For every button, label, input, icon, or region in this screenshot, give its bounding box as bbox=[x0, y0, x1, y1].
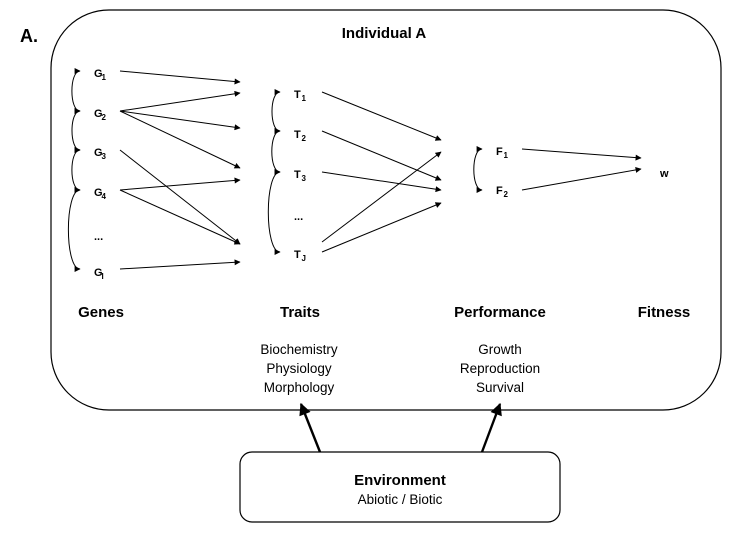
trait-node-1-subscript: 1 bbox=[302, 94, 307, 103]
edge-arrow-9 bbox=[321, 91, 442, 141]
trait-node-4: ... bbox=[294, 211, 303, 223]
correlation-curve-6 bbox=[271, 128, 281, 175]
performance-node-1-label: F bbox=[496, 146, 503, 158]
performance-type-survival: Survival bbox=[476, 380, 524, 395]
trait-node-1-label: T bbox=[294, 89, 301, 101]
edge-arrow-8 bbox=[119, 259, 241, 270]
edges bbox=[119, 70, 642, 270]
correlation-curve-8 bbox=[473, 146, 483, 193]
fitness-heading: Fitness bbox=[638, 304, 691, 321]
correlation-curve-4 bbox=[67, 187, 81, 272]
edge-arrow-12 bbox=[321, 151, 442, 243]
gene-node-6-label: G bbox=[94, 267, 103, 279]
gene-node-2: G2 bbox=[94, 108, 107, 122]
edge-arrow-15 bbox=[521, 166, 642, 191]
performance-type-growth: Growth bbox=[478, 342, 522, 357]
fitness-node-group: w bbox=[659, 168, 669, 180]
edge-arrow-6 bbox=[119, 177, 241, 191]
gene-node-4-label: G bbox=[94, 187, 103, 199]
trait-type-physiology: Physiology bbox=[266, 361, 332, 376]
correlation-curve-5 bbox=[271, 89, 281, 134]
gene-node-1: G1 bbox=[94, 68, 107, 82]
panel-label: A. bbox=[20, 26, 38, 46]
performance-heading: Performance bbox=[454, 304, 546, 321]
environment-title: Environment bbox=[354, 472, 446, 489]
edge-arrow-14 bbox=[521, 148, 642, 161]
gene-node-3-label: G bbox=[94, 147, 103, 159]
environment-box bbox=[239, 451, 561, 523]
correlation-curve-2 bbox=[71, 108, 81, 153]
gene-node-1-subscript: 1 bbox=[102, 73, 107, 82]
trait-node-5-label: T bbox=[294, 249, 301, 261]
correlation-curve-1 bbox=[71, 68, 81, 114]
gene-node-6: GI bbox=[94, 267, 104, 281]
correlation-curve-7 bbox=[267, 169, 281, 255]
correlation-curves bbox=[67, 68, 483, 272]
correlation-curve-3 bbox=[71, 147, 81, 193]
edge-arrow-10 bbox=[321, 130, 442, 181]
individual-title: Individual A bbox=[342, 25, 427, 42]
trait-node-3-label: T bbox=[294, 169, 301, 181]
trait-node-4-label: ... bbox=[294, 211, 303, 223]
gene-node-4-subscript: 4 bbox=[102, 192, 107, 201]
gene-node-2-subscript: 2 bbox=[102, 113, 107, 122]
trait-node-2-subscript: 2 bbox=[302, 134, 307, 143]
environment-subtitle: Abiotic / Biotic bbox=[358, 492, 443, 507]
edge-arrow-11 bbox=[321, 171, 442, 193]
gene-node-3-subscript: 3 bbox=[102, 152, 107, 161]
trait-type-biochemistry: Biochemistry bbox=[260, 342, 338, 357]
edge-arrow-1 bbox=[119, 70, 241, 85]
trait-node-3-subscript: 3 bbox=[302, 174, 307, 183]
trait-node-5-subscript: J bbox=[302, 254, 306, 263]
edge-arrow-7 bbox=[119, 189, 241, 245]
edge-arrow-13 bbox=[321, 202, 442, 253]
trait-node-2-label: T bbox=[294, 129, 301, 141]
performance-node-1-subscript: 1 bbox=[504, 151, 509, 160]
edge-arrow-4 bbox=[119, 110, 241, 169]
gene-node-1-label: G bbox=[94, 68, 103, 80]
edge-arrow-5 bbox=[119, 149, 241, 245]
gene-node-3: G3 bbox=[94, 147, 107, 161]
gene-node-5-label: ... bbox=[94, 231, 103, 243]
performance-node-2-subscript: 2 bbox=[504, 190, 509, 199]
edge-arrow-2 bbox=[119, 90, 241, 112]
environment-to-performance-arrow bbox=[480, 402, 502, 453]
trait-type-morphology: Morphology bbox=[264, 380, 335, 395]
fitness-node-label: w bbox=[659, 168, 669, 180]
gene-node-6-subscript: I bbox=[102, 272, 104, 281]
performance-node-2-label: F bbox=[496, 185, 503, 197]
fitness-node: w bbox=[659, 168, 669, 180]
gene-node-5: ... bbox=[94, 231, 103, 243]
gene-node-2-label: G bbox=[94, 108, 103, 120]
individual-box bbox=[50, 9, 722, 411]
performance-type-reproduction: Reproduction bbox=[460, 361, 540, 376]
genes-heading: Genes bbox=[78, 304, 124, 321]
edge-arrow-3 bbox=[119, 110, 241, 131]
environment-to-traits-arrow bbox=[299, 402, 322, 453]
traits-heading: Traits bbox=[280, 304, 320, 321]
gene-node-4: G4 bbox=[94, 187, 107, 201]
